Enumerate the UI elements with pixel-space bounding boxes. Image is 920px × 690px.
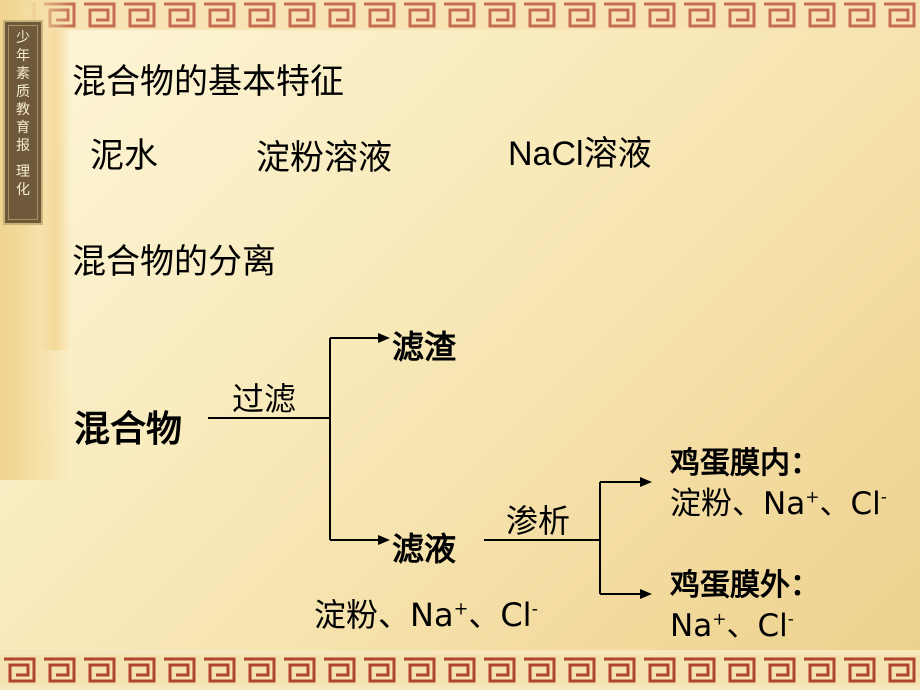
seal-char: 年 [16,48,30,64]
inside-membrane-title: 鸡蛋膜内： [670,446,820,481]
seal-char: 教 [16,102,30,118]
bottom-fret-border [0,650,920,690]
outside-membrane-contents: Na+、Cl- [670,600,794,645]
outside-sodium-charge: + [712,609,727,630]
example-starch-solution: 淀粉溶液 [256,138,392,178]
inside-contents-part1: 淀粉、Na [670,486,806,522]
outside-membrane-title: 鸡蛋膜外： [670,568,820,603]
left-decor-glow [40,30,70,350]
inside-membrane-contents: 淀粉、Na+、Cl- [670,478,887,523]
example-nacl-solution: NaCl溶液 [508,135,652,173]
seal-char: 素 [16,66,30,82]
seal-frame [8,25,38,220]
filtrate-contents-part1: 淀粉、Na [314,596,454,634]
newspaper-seal: 少年素质教育报 理化 [3,20,43,225]
inside-contents-part2: 、Cl [819,486,881,522]
residue-label: 滤渣 [392,328,457,366]
arrow-inside [640,477,652,487]
filtration-label: 过滤 [232,380,297,418]
arrow-residue [378,333,390,343]
outside-chloride-charge: - [787,609,794,630]
seal-char: 化 [16,182,30,198]
seal-char: 理 [16,164,30,180]
top-fret-border [0,0,920,30]
filtrate-contents-part2: 、Cl [468,596,532,634]
inside-chloride-charge: - [880,487,887,508]
seal-char: 报 [16,138,30,154]
heading-basic-features: 混合物的基本特征 [72,62,344,102]
filtrate-contents: 淀粉、Na+、Cl- [314,590,538,636]
outside-contents-part2: 、Cl [726,608,788,644]
outside-contents-part1: Na [670,608,713,644]
arrow-outside [640,589,652,599]
example-muddy-water: 泥水 [90,136,158,176]
filtrate-label: 滤液 [392,530,457,568]
inside-sodium-charge: + [805,487,820,508]
sodium-charge: + [453,599,469,620]
arrow-filtrate [378,535,390,545]
root-mixture: 混合物 [74,409,183,450]
heading-separation: 混合物的分离 [72,242,276,282]
seal-char: 育 [16,120,30,136]
seal-char: 少 [16,30,30,46]
seal-text: 少年素质教育报 理化 [5,30,41,200]
dialysis-label: 渗析 [506,502,571,540]
seal-char: 质 [16,84,30,100]
chloride-charge: - [531,599,538,620]
